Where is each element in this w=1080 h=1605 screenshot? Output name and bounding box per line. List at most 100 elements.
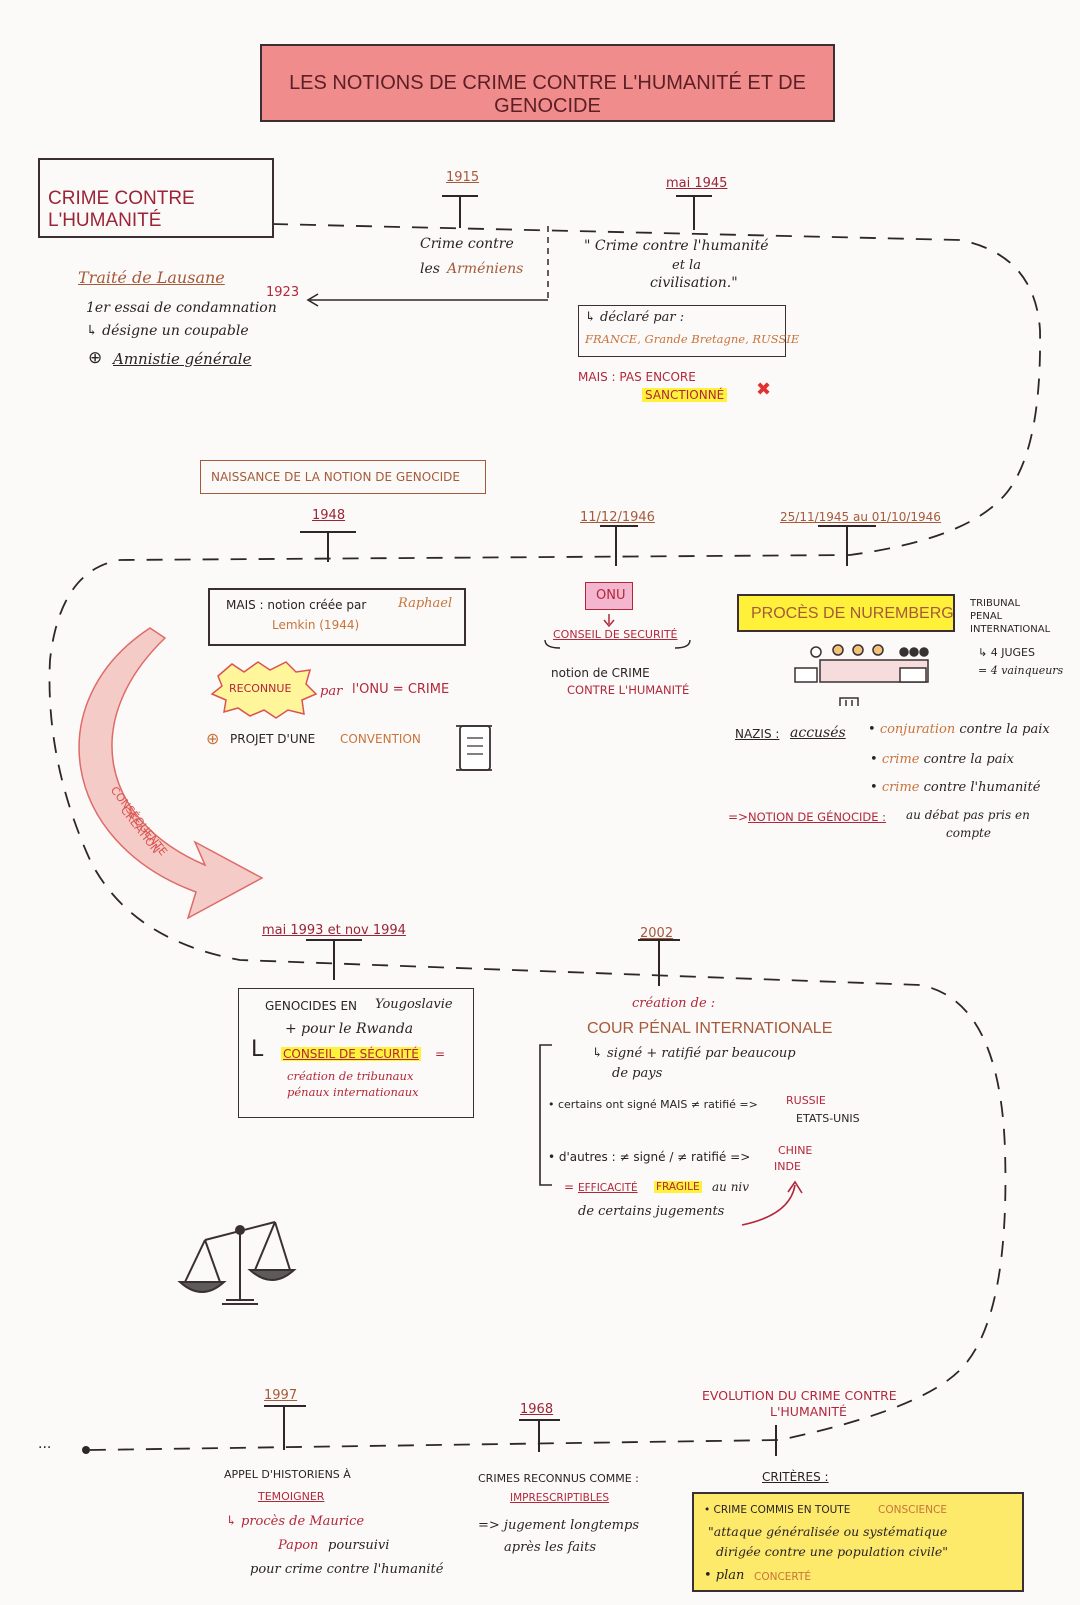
crimes-reconnus: CRIMES RECONNUS COMME : [478, 1472, 639, 1485]
timeline-dots: ... [38, 1436, 52, 1452]
jugement-longtemps: => jugement longtemps [478, 1518, 640, 1533]
nazis-label: NAZIS : [735, 727, 780, 741]
efficacite-au-niv: au niv [712, 1180, 750, 1194]
evolution-title-1: EVOLUTION DU CRIME CONTRE [702, 1388, 897, 1403]
tribunal-icon [794, 644, 929, 706]
cpi-creation: création de : [632, 996, 716, 1011]
critere-1b: CONSCIENCE [878, 1504, 947, 1516]
date-1968: 1968 [520, 1402, 554, 1417]
cpi-autres: • d'autres : ≠ signé / ≠ ratifié => [548, 1150, 751, 1164]
appel-label: APPEL D'HISTORIENS À [224, 1468, 351, 1481]
nazis-accuses: accusés [790, 725, 846, 741]
cpi-signe1: ↳ signé + ratifié par beaucoup [592, 1046, 796, 1061]
efficacite-eq: = [564, 1180, 575, 1194]
date-1915: 1915 [446, 170, 480, 185]
efficacite-fragile: FRAGILE [654, 1181, 702, 1193]
notion-crime-2: CONTRE L'HUMANITÉ [567, 683, 690, 697]
appel-pour: pour crime contre l'humanité [250, 1562, 444, 1577]
cpi-signe2: de pays [612, 1066, 663, 1081]
cpi-etats: ETATS-UNIS [796, 1112, 860, 1125]
date-11-12-1946: 11/12/1946 [580, 510, 655, 525]
lemkin-author: Raphael [398, 596, 453, 611]
onu-badge: ONU [585, 582, 633, 610]
criteres-box: • CRIME COMMIS EN TOUTE CONSCIENCE "atta… [692, 1492, 1024, 1592]
criteres-label: CRITÈRES : [762, 1470, 829, 1484]
title-box: LES NOTIONS DE CRIME CONTRE L'HUMANITÉ E… [260, 44, 835, 122]
onu-label: ONU [596, 588, 626, 603]
declared-box: ↳ déclaré par : FRANCE, Grande Bretagne,… [578, 305, 799, 357]
efficacite-jugements: de certains jugements [578, 1204, 725, 1219]
lausanne-title: Traité de Lausane [78, 268, 225, 287]
mais-pas-encore: MAIS : PAS ENCORE [578, 370, 696, 384]
quote-line1: " Crime contre l'humanité [584, 238, 769, 254]
appel-papon: Papon [278, 1538, 319, 1553]
vainqueurs: = 4 vainqueurs [978, 664, 1064, 677]
lemkin-box: MAIS : notion créée par Raphael Lemkin (… [208, 588, 466, 646]
reconnue-label: RECONNUE [229, 682, 292, 695]
curved-arrow-icon [78, 627, 264, 920]
date-1997: 1997 [264, 1388, 298, 1403]
appel-temoigner: TEMOIGNER [258, 1490, 325, 1503]
genocide-notion: NOTION DE GÉNOCIDE : [748, 810, 887, 824]
cpi-chine: CHINE [778, 1144, 813, 1157]
genocides-line1: GENOCIDES EN [265, 999, 358, 1013]
naissance-heading: NAISSANCE DE LA NOTION DE GENOCIDE [211, 470, 460, 484]
genocides-line1b: Yougoslavie [375, 997, 453, 1012]
page-title: LES NOTIONS DE CRIME CONTRE L'HUMANITÉ E… [289, 72, 806, 117]
lausanne-line3: Amnistie générale [113, 350, 252, 368]
timeline-markers [264, 195, 876, 1456]
declared-countries: FRANCE, Grande Bretagne, RUSSIE [585, 332, 800, 346]
evolution-title-2: L'HUMANITÉ [770, 1404, 847, 1419]
timeline-path [48, 223, 1041, 1451]
efficacite: EFFICACITÉ [578, 1182, 638, 1194]
date-2002: 2002 [640, 926, 674, 941]
critere-3b: CONCERTÉ [754, 1571, 811, 1583]
appel-poursuivi: poursuivi [328, 1538, 390, 1553]
reconnue-burst [210, 661, 318, 719]
lemkin-mais: MAIS : notion créée par [226, 598, 367, 612]
genocides-box: GENOCIDES EN Yougoslavie + pour le Rwand… [238, 988, 474, 1118]
genocide-compte: compte [946, 826, 991, 840]
genocides-line4: pénaux internationaux [287, 1085, 419, 1099]
plus-icon: ⊕ [88, 348, 103, 368]
date-nuremberg: 25/11/1945 au 01/10/1946 [780, 510, 941, 524]
projet-label: PROJET D'UNE [230, 732, 316, 746]
appel-proces: ↳ procès de Maurice [226, 1514, 365, 1529]
cpi-russie: RUSSIE [786, 1094, 826, 1107]
cpi-inde: INDE [774, 1160, 801, 1173]
critere-2b: dirigée contre une population civile" [716, 1544, 948, 1559]
genocides-line3: création de tribunaux [287, 1069, 414, 1083]
event-1915-line2a: les [420, 261, 440, 277]
genocides-eq: = [435, 1047, 446, 1061]
apres-faits: après les faits [504, 1540, 597, 1555]
date-mai-1945: mai 1945 [666, 176, 728, 191]
genocides-line2: + pour le Rwanda [285, 1021, 414, 1037]
genocide-arrow: => [728, 810, 749, 824]
projet-plus-icon: ⊕ [206, 729, 220, 748]
charge-2: • crime contre la paix [870, 752, 1014, 767]
bracket-l: L [251, 1037, 264, 1062]
critere-3a: • plan [704, 1568, 745, 1583]
critere-2a: "attaque généralisée ou systématique [708, 1524, 948, 1539]
event-1915-line2b: Arméniens [447, 261, 524, 277]
projet-convention: CONVENTION [340, 732, 421, 746]
lemkin-author2: Lemkin (1944) [272, 618, 360, 632]
nuremberg-title: PROCÈS DE NUREMBERG [751, 605, 954, 622]
juges: ↳ 4 JUGES [978, 646, 1035, 659]
date-1993-1994: mai 1993 et nov 1994 [262, 923, 406, 938]
lausanne-line1: 1er essai de condamnation [86, 300, 277, 316]
notion-crime-1: notion de CRIME [551, 666, 650, 680]
conseil-securite: CONSEIL DE SECURITÉ [553, 628, 678, 641]
bracket-2002 [539, 1044, 552, 1186]
quote-line2: et la [672, 258, 701, 273]
nuremberg-box: PROCÈS DE NUREMBERG [737, 594, 955, 632]
reconnue-onu-crime: l'ONU = CRIME [352, 682, 450, 697]
declared-label: ↳ déclaré par : [585, 310, 685, 325]
scales-icon [177, 1221, 297, 1305]
reconnue-par: par [320, 684, 343, 699]
tribunal-2: PENAL [970, 611, 1003, 622]
section-heading-box: CRIME CONTRE L'HUMANITÉ [38, 158, 274, 238]
cpi-certains: • certains ont signé MAIS ≠ ratifié => [548, 1098, 758, 1111]
date-1948: 1948 [312, 508, 346, 523]
